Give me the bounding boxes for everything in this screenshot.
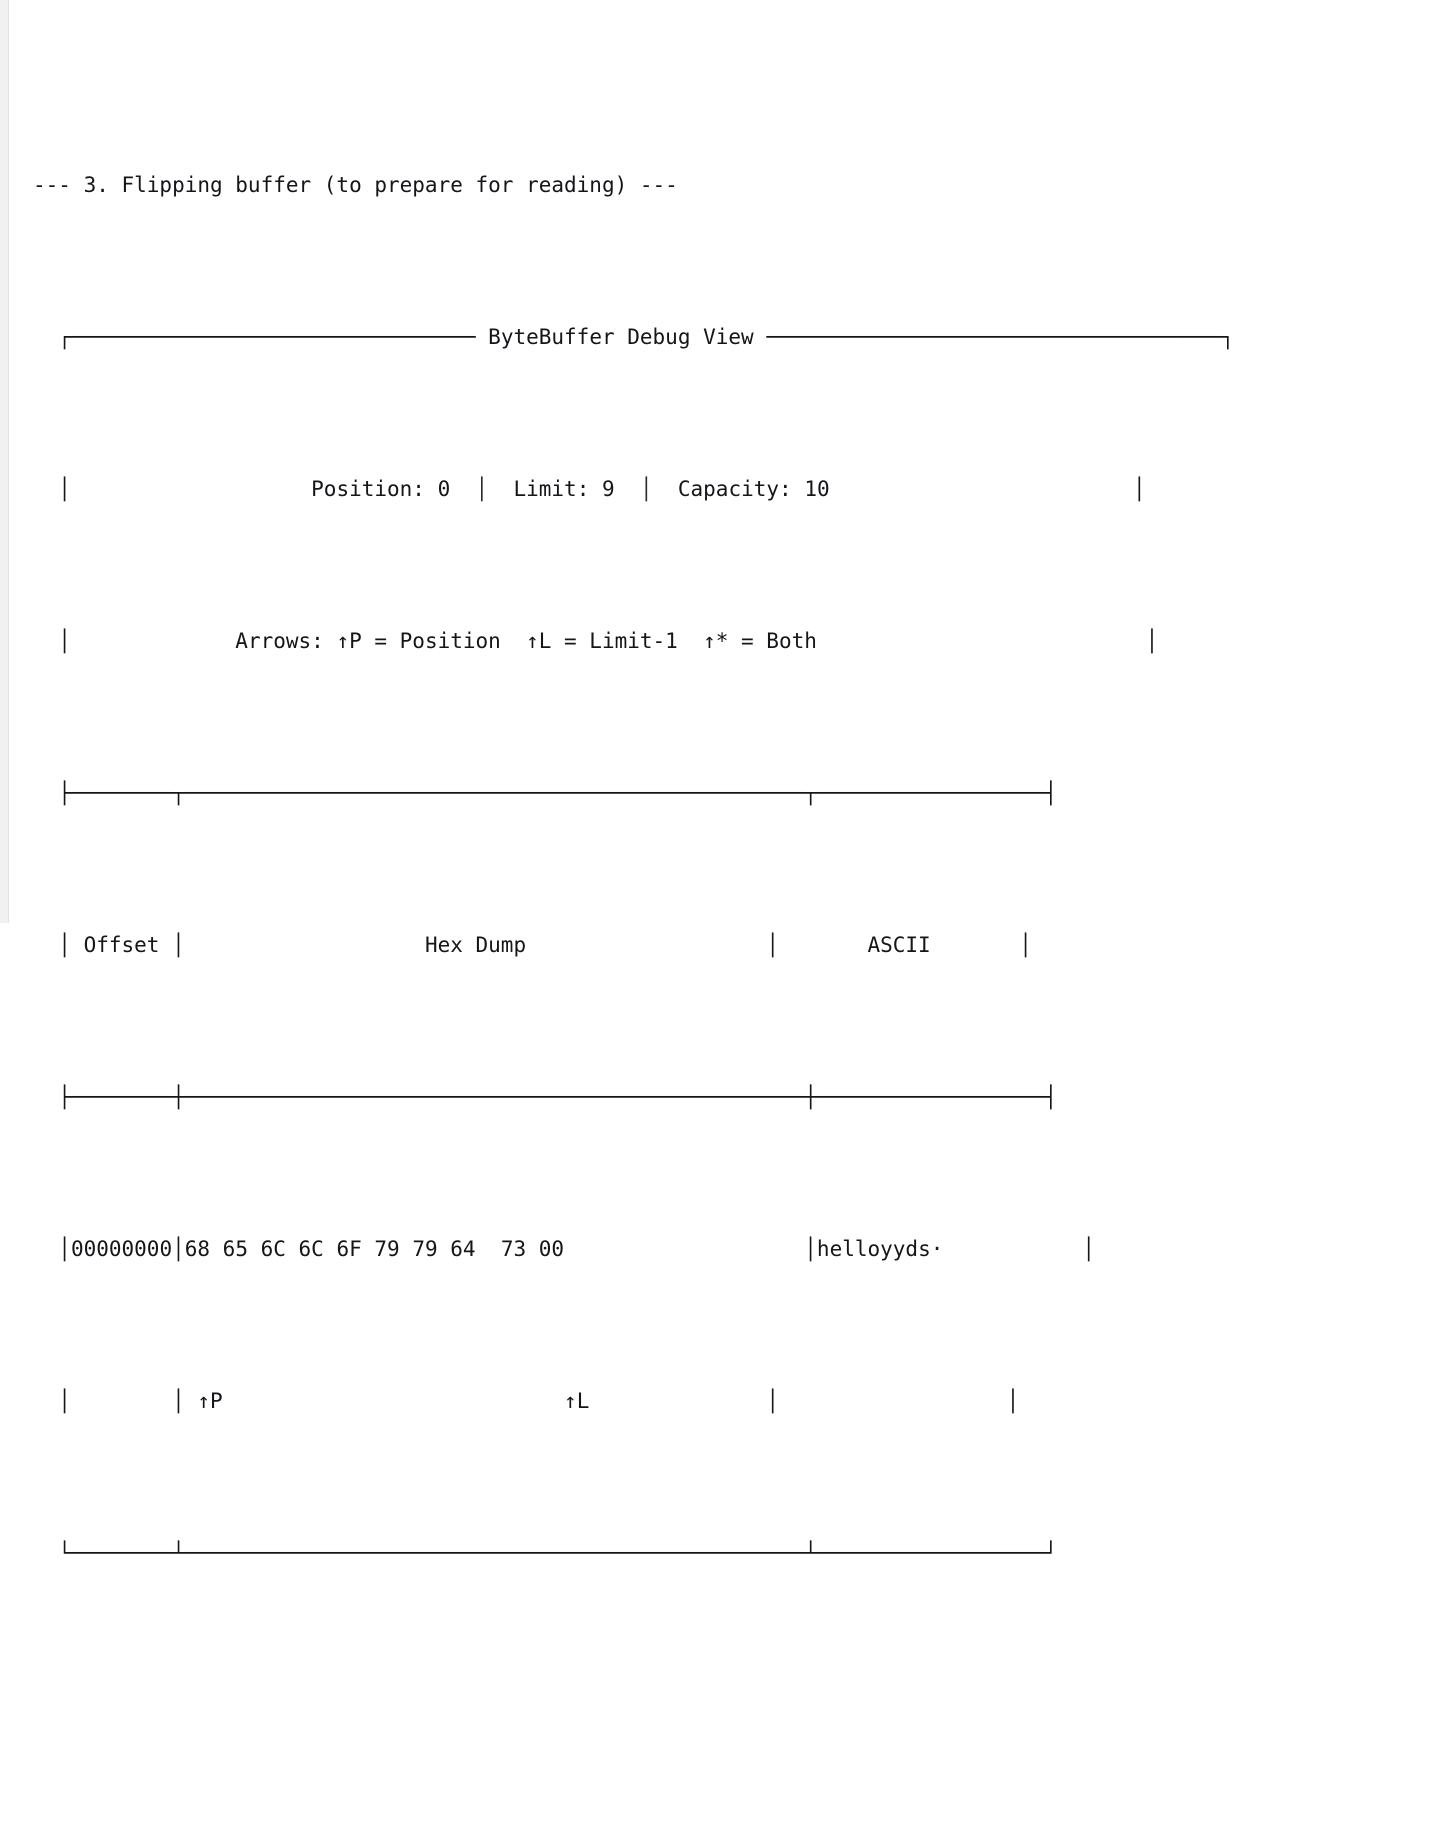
section-3-column-header-row: │ Offset │ Hex Dump │ ASCII │ xyxy=(33,933,1032,957)
box-title: ByteBuffer Debug View xyxy=(488,325,754,349)
capacity-value: 10 xyxy=(804,477,830,501)
position-value: 0 xyxy=(437,477,451,501)
limit-arrow-marker: ↑L xyxy=(564,1389,590,1413)
arrows-legend: Arrows: ↑P = Position ↑L = Limit-1 ↑* = … xyxy=(235,629,817,653)
spacer-row xyxy=(33,1686,1234,1724)
column-header-ascii: ASCII xyxy=(867,933,931,957)
box-top-rule-left: ┌──────────────────────────────── xyxy=(58,325,489,349)
position-arrow-marker: ↑P xyxy=(197,1389,223,1413)
row-ascii: helloyyds· xyxy=(816,1237,944,1261)
section-3-status-line: │ Position: 0 │ Limit: 9 │ Capacity: 10 … xyxy=(33,477,1146,501)
section-3-box-top-border: ┌──────────────────────────────── ByteBu… xyxy=(33,318,1234,356)
left-gutter xyxy=(0,0,9,923)
section-3-header-bottom-rule: ├────────┼──────────────────────────────… xyxy=(33,1085,1058,1109)
row-offset: 00000000 xyxy=(70,1237,173,1261)
column-header-hex-dump: Hex Dump xyxy=(424,933,527,957)
limit-label: Limit: xyxy=(513,477,590,501)
limit-value: 9 xyxy=(602,477,615,501)
capacity-label: Capacity: xyxy=(677,477,792,501)
section-3-box-bottom-border: └────────┴──────────────────────────────… xyxy=(33,1541,1058,1565)
section-3-header-top-rule: ├────────┬──────────────────────────────… xyxy=(33,781,1058,805)
position-label: Position: xyxy=(311,477,425,501)
section-3-legend-line: │ Arrows: ↑P = Position ↑L = Limit-1 ↑* … xyxy=(33,629,1159,653)
console-output-pane[interactable]: --- 3. Flipping buffer (to prepare for r… xyxy=(10,0,1430,1565)
terminal-text: --- 3. Flipping buffer (to prepare for r… xyxy=(33,14,1234,1846)
section-3-data-row: │00000000│68 65 6C 6C 6F 79 79 64 73 00 … xyxy=(33,1237,1096,1261)
box-top-rule-right: ────────────────────────────────────┐ xyxy=(753,325,1235,349)
section-3-heading: --- 3. Flipping buffer (to prepare for r… xyxy=(33,173,678,197)
row-hex-dump: 68 65 6C 6C 6F 79 79 64 73 00 xyxy=(184,1237,565,1261)
column-header-offset: Offset xyxy=(83,933,160,957)
section-3-marker-row: │ │ ↑P ↑L │ │ xyxy=(33,1389,1020,1413)
